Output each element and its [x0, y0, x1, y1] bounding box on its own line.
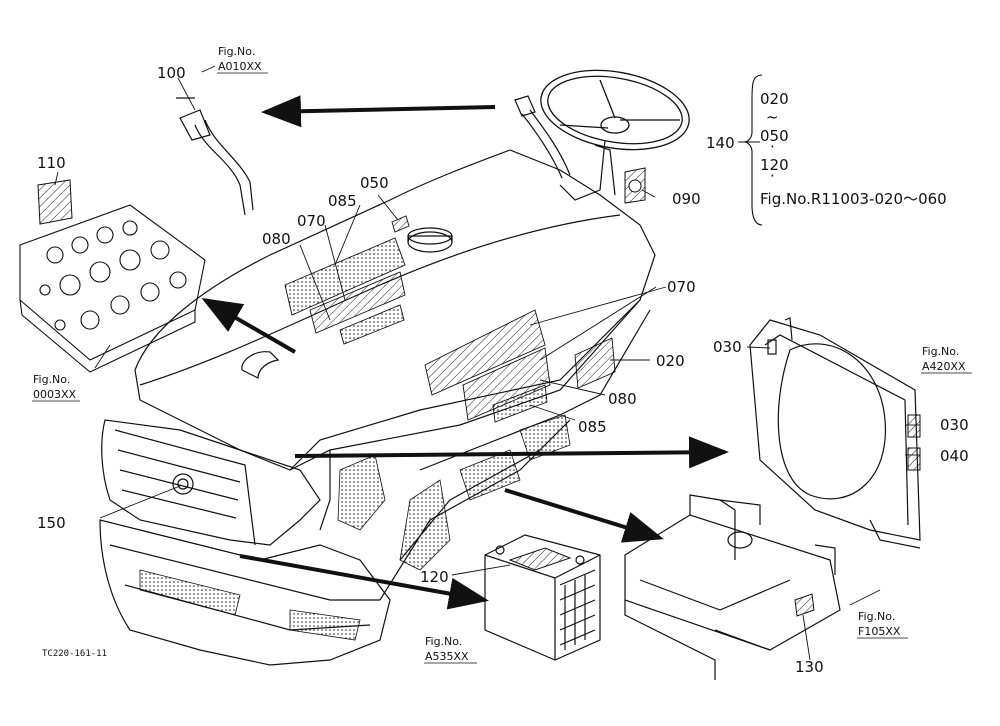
callout-090: 090 [672, 190, 701, 208]
decal-080-side [462, 347, 551, 421]
fig-ref-a010-label: Fig.No. [218, 45, 255, 58]
fan-shroud [749, 317, 921, 549]
decal-120-battery [508, 547, 572, 571]
callout-070-side: 070 [667, 278, 696, 296]
group-140-line-6: · [770, 167, 775, 185]
callout-150: 150 [37, 514, 66, 532]
callouts: 100 110 050 085 070 080 090 140 070 020 … [37, 64, 969, 676]
fig-ref-a010-code: A010XX [218, 60, 262, 73]
fig-ref-a535-code: A535XX [425, 650, 469, 663]
decal-070-hood [309, 271, 406, 334]
decal-040-shroud [907, 447, 921, 471]
callout-080-side: 080 [608, 390, 637, 408]
callout-100: 100 [157, 64, 186, 82]
battery [484, 534, 601, 661]
decal-030-shroud [907, 414, 921, 438]
fig-ref-a420-label: Fig.No. [922, 345, 959, 358]
fig-ref-f105-code: F105XX [858, 625, 901, 638]
fig-ref-0003-label: Fig.No. [33, 373, 70, 386]
group-140-line-4: · [770, 138, 775, 156]
decal-110 [37, 179, 73, 225]
side-decal-dots [139, 414, 571, 641]
callout-040: 040 [940, 447, 969, 465]
group-140-line-5: 120 [760, 156, 789, 174]
callout-030-right: 030 [940, 416, 969, 434]
decal-130-frame [794, 593, 815, 617]
leader-lines [54, 65, 920, 661]
fig-ref-a535-label: Fig.No. [425, 635, 462, 648]
callout-120: 120 [420, 568, 449, 586]
callout-085-side: 085 [578, 418, 607, 436]
fig-ref-0003-code: 0003XX [33, 388, 77, 401]
decal-085-hood [339, 304, 405, 345]
group-140-line-7: Fig.No.R11003-020～060 [760, 190, 947, 208]
diagram-code: TC220-161-11 [42, 649, 107, 659]
wiring-harness [176, 95, 571, 216]
callout-085-hood: 085 [328, 192, 357, 210]
group-140-line-1: 020 [760, 90, 789, 108]
callout-070-hood: 070 [297, 212, 326, 230]
fig-ref-f105-label: Fig.No. [858, 610, 895, 623]
callout-080-hood: 080 [262, 230, 291, 248]
group-140-brace [743, 74, 763, 226]
decal-085-side [492, 384, 548, 423]
decal-090 [624, 167, 646, 204]
decal-050-hood [391, 215, 410, 233]
callout-030-top: 030 [713, 338, 742, 356]
fig-ref-a420-code: A420XX [922, 360, 966, 373]
group-140-list: 020 ~ 050 · 120 · Fig.No.R11003-020～060 [760, 90, 947, 208]
cylinder-head [19, 204, 206, 373]
assembly-arrows [201, 95, 729, 610]
callout-130: 130 [795, 658, 824, 676]
callout-110: 110 [37, 154, 66, 172]
hood-decals [284, 215, 616, 423]
callout-140: 140 [706, 134, 735, 152]
battery-frame [624, 494, 841, 680]
group-140-line-3: 050 [760, 127, 789, 145]
decal-070-side [424, 309, 546, 396]
steering-wheel [540, 69, 690, 151]
figure-references: Fig.No. A010XX Fig.No. 0003XX Fig.No. A4… [32, 45, 972, 664]
decal-020-side [574, 337, 616, 389]
group-140-line-2: ~ [766, 108, 779, 126]
callout-050: 050 [360, 174, 389, 192]
callout-020: 020 [656, 352, 685, 370]
decal-080-hood [284, 237, 406, 316]
